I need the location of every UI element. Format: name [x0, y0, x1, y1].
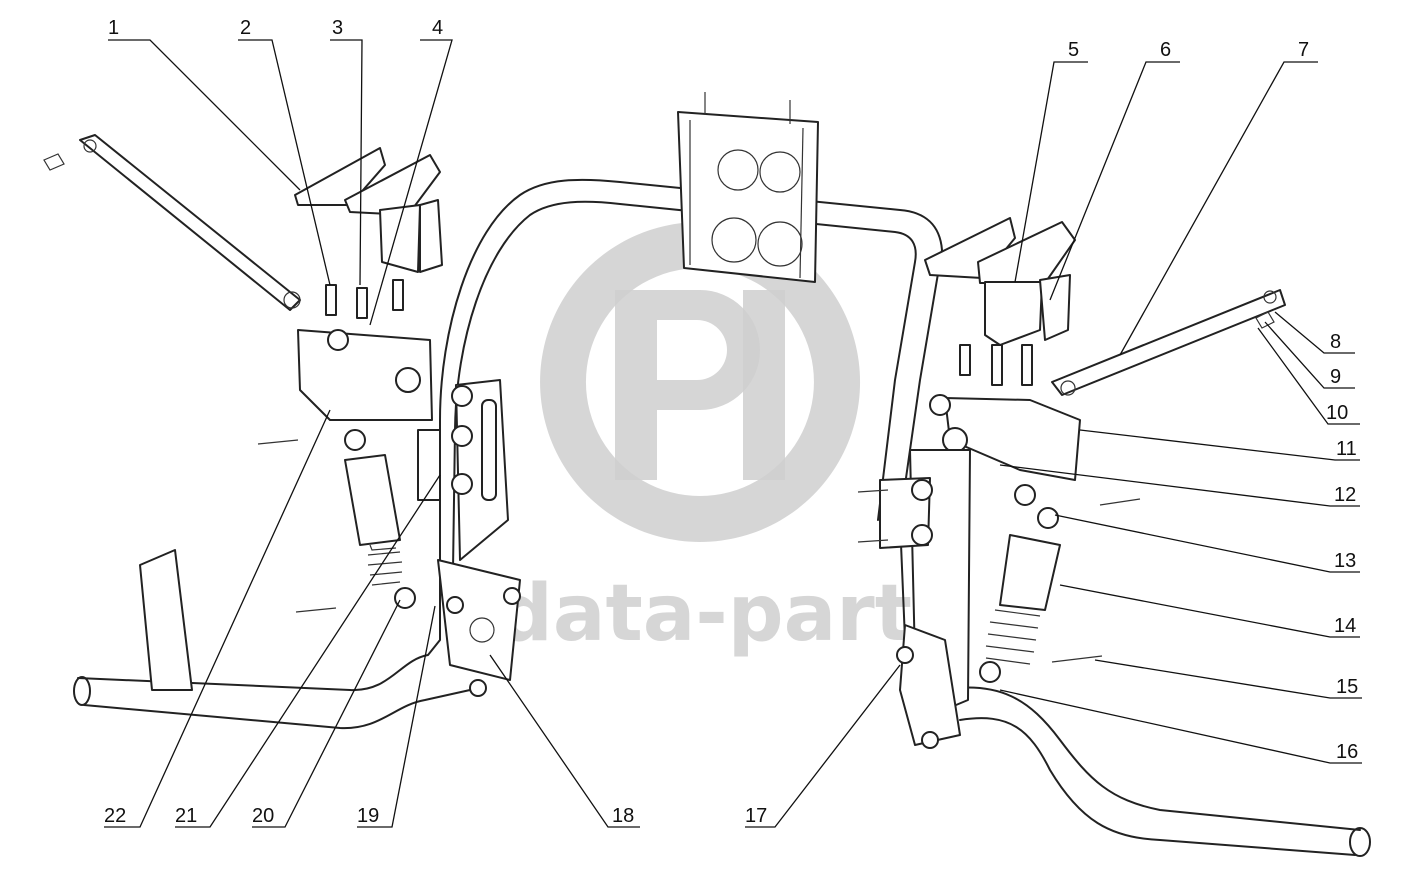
- callout-labels: 1 2 3 4 5 6 7 8 9 10 11 12 13 14 15 16 1…: [104, 17, 1358, 827]
- callout-1: 1: [108, 17, 119, 39]
- callout-6: 6: [1160, 39, 1171, 61]
- callout-4: 4: [432, 17, 443, 39]
- right-cab-mount: [857, 217, 1286, 749]
- callout-16: 16: [1336, 741, 1358, 763]
- callout-20: 20: [252, 805, 274, 827]
- callout-17: 17: [745, 805, 767, 827]
- callout-21: 21: [175, 805, 197, 827]
- callout-18: 18: [612, 805, 634, 827]
- callout-8: 8: [1330, 331, 1341, 353]
- callout-9: 9: [1330, 366, 1341, 388]
- callout-13: 13: [1334, 550, 1356, 572]
- callout-19: 19: [357, 805, 379, 827]
- watermark-text: data-parts: [497, 569, 958, 659]
- callout-leaders: [104, 39, 1362, 828]
- callout-15: 15: [1336, 676, 1358, 698]
- callout-7: 7: [1298, 39, 1309, 61]
- callout-14: 14: [1334, 615, 1356, 637]
- left-cab-mount: [43, 134, 521, 697]
- callout-22: 22: [104, 805, 126, 827]
- callout-12: 12: [1334, 484, 1356, 506]
- dp-logo-icon: [540, 222, 861, 542]
- watermark: data-parts: [497, 222, 958, 659]
- callout-3: 3: [332, 17, 343, 39]
- callout-5: 5: [1068, 39, 1079, 61]
- callout-10: 10: [1326, 402, 1348, 424]
- callout-11: 11: [1336, 438, 1357, 460]
- top-mounting-plate: [677, 92, 819, 283]
- callout-2: 2: [240, 17, 251, 39]
- main-frame-tube: [73, 178, 1371, 857]
